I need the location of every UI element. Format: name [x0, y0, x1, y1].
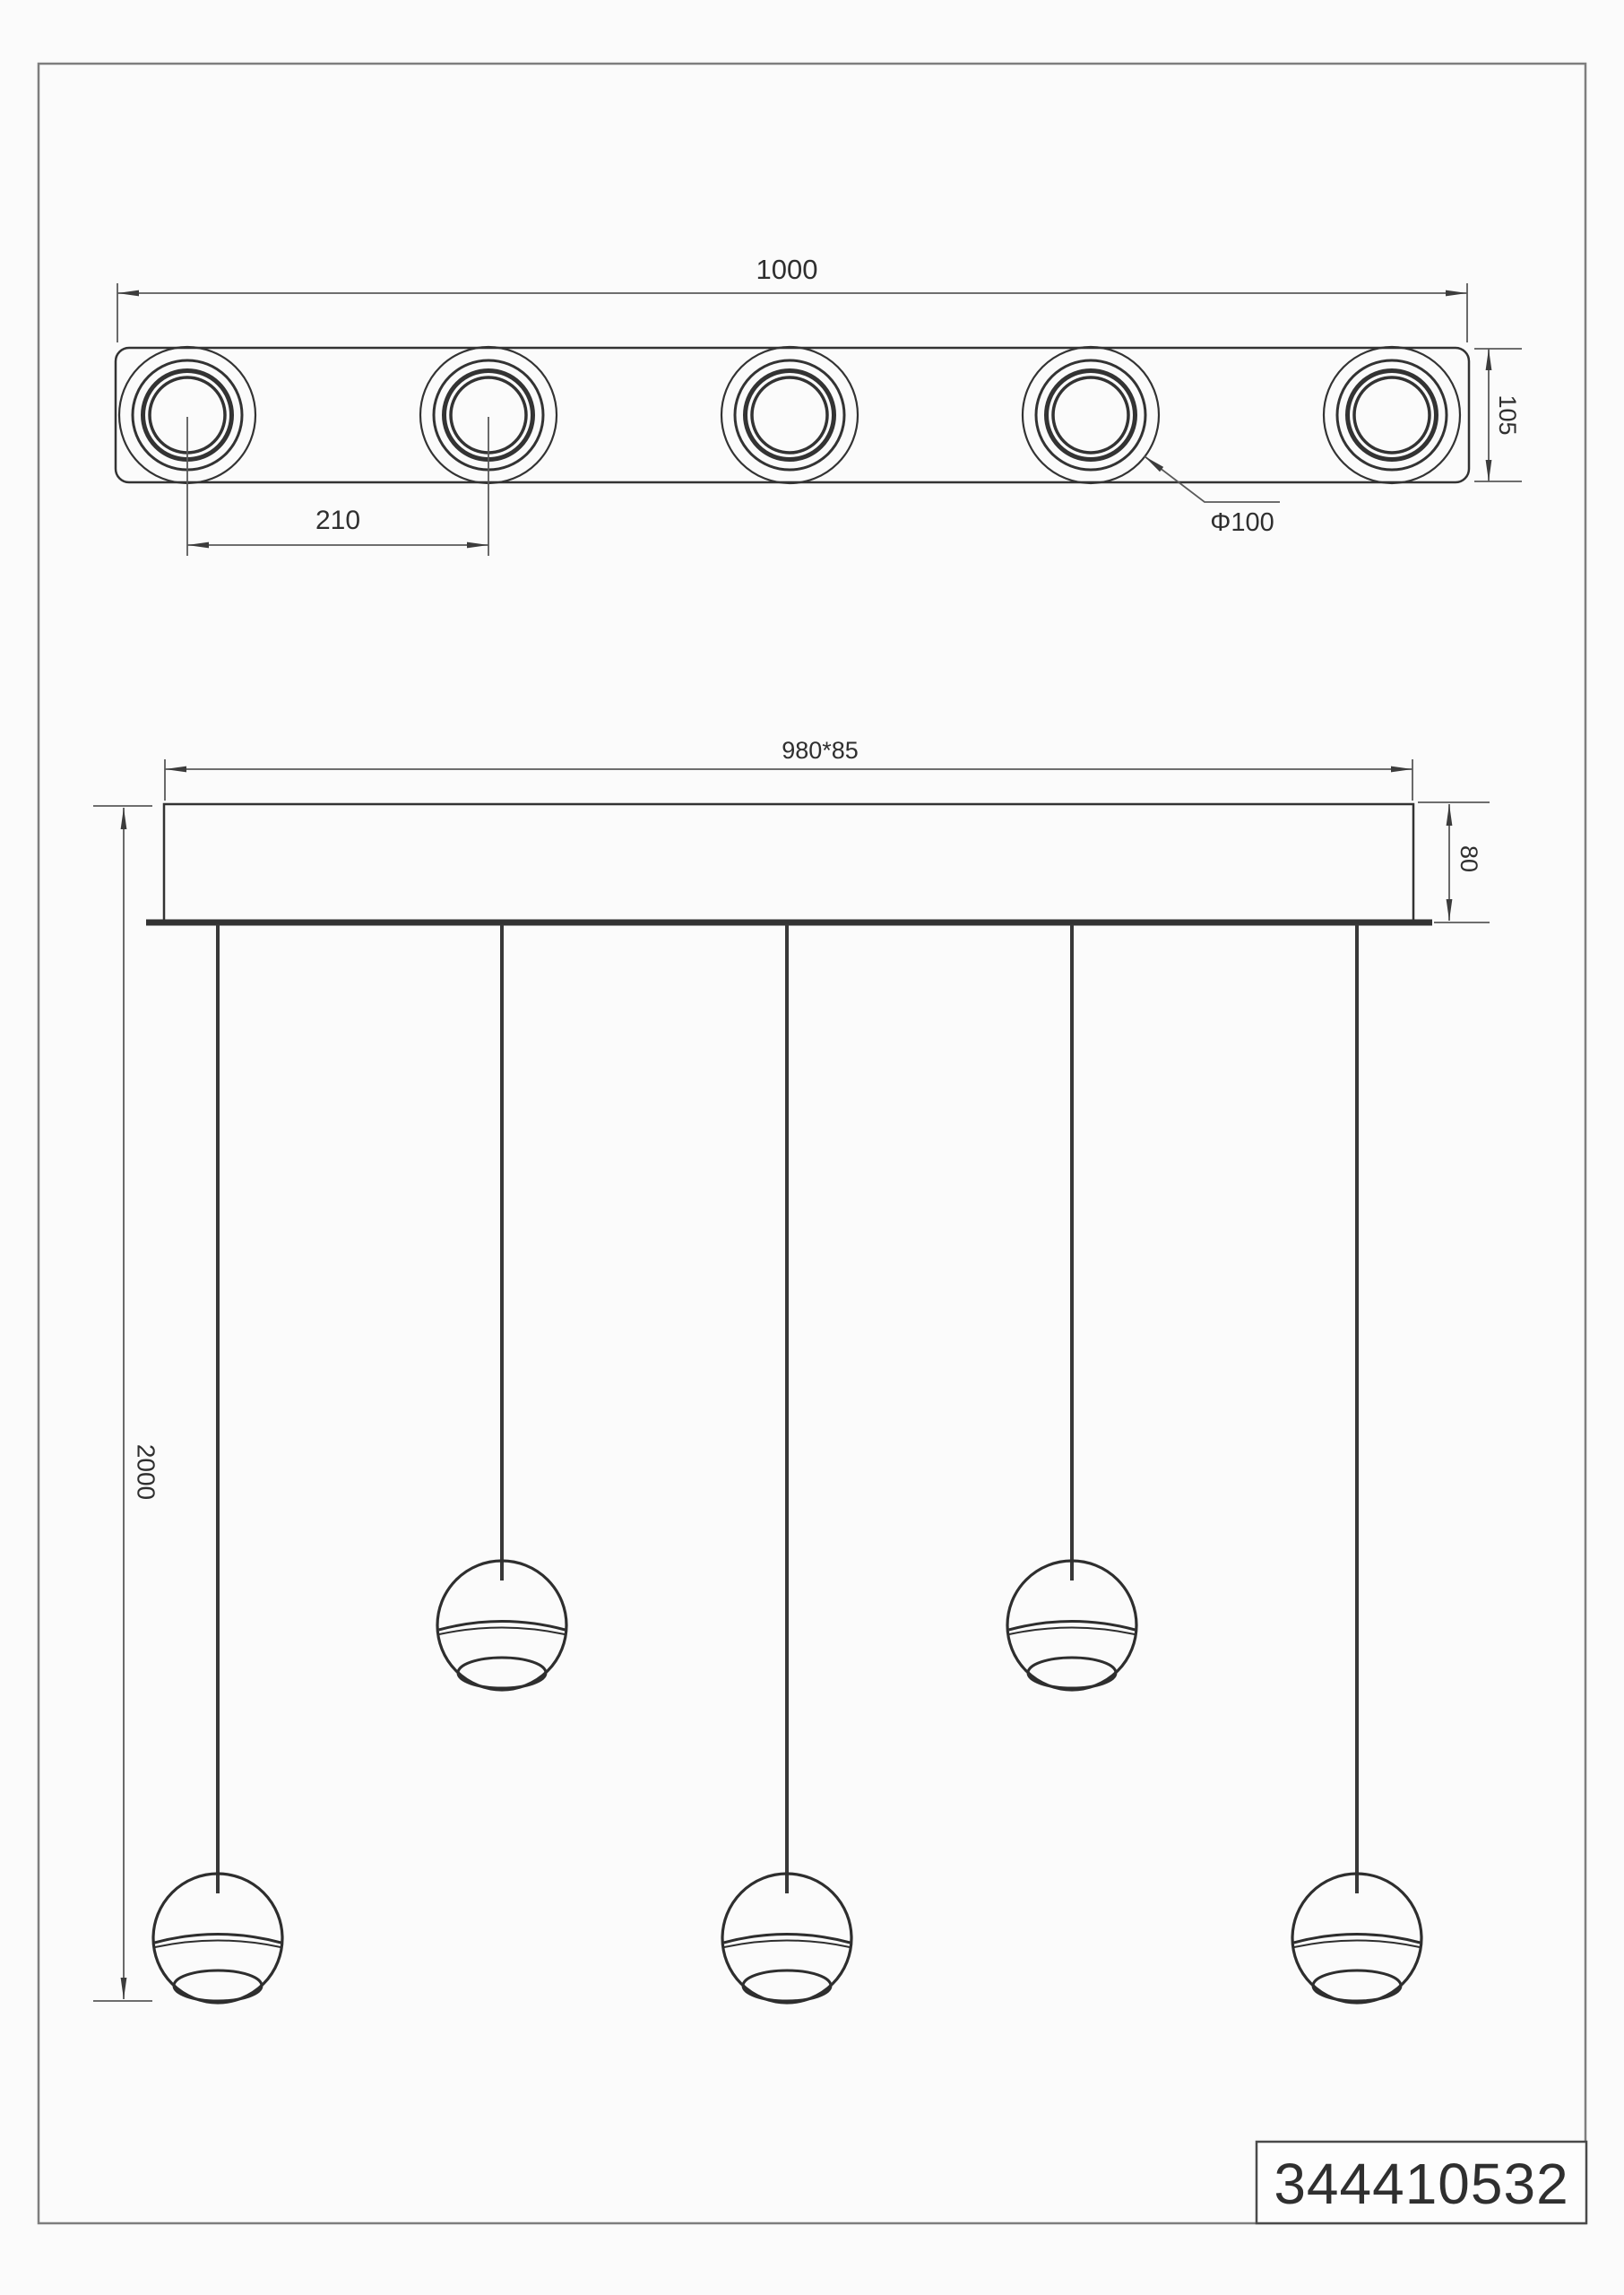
top-view: 1000 210 105 Φ100 — [114, 254, 1522, 556]
pendant-sphere-2 — [436, 1559, 568, 1692]
lamp-diameter-label: Φ100 — [1210, 508, 1274, 537]
dim-canopy-height: 80 — [1418, 801, 1490, 923]
dim-lamp-spacing: 210 — [186, 417, 489, 556]
dim-suspension-drop: 2000 — [93, 805, 160, 2002]
part-number: 344410532 — [1274, 2152, 1568, 2216]
part-number-box — [1255, 2140, 1588, 2225]
lamp-aperture-3 — [720, 345, 860, 485]
pendant-sphere-4 — [1006, 1559, 1138, 1692]
mounting-plate-outline — [114, 346, 1471, 484]
front-view: 980*85 80 2000 — [93, 737, 1490, 2005]
page-border — [37, 62, 1587, 2225]
overall-width-label: 1000 — [756, 254, 818, 285]
dia-callout: Φ100 — [1144, 455, 1280, 537]
pendant-sphere-1 — [151, 1872, 284, 2005]
lamp-aperture-5 — [1322, 345, 1462, 485]
canopy-outline — [162, 802, 1415, 924]
plate-height-label: 105 — [1494, 394, 1521, 435]
title-block: 344410532 — [1255, 2140, 1588, 2225]
lamp-spacing-label: 210 — [315, 506, 360, 535]
dim-overall-width: 1000 — [117, 254, 1468, 342]
canopy-size-label: 980*85 — [782, 737, 859, 764]
lamp-aperture-4 — [1021, 345, 1161, 485]
suspension-drop-label: 2000 — [133, 1444, 160, 1500]
pendant-sphere-5 — [1291, 1872, 1423, 2005]
dim-plate-height: 105 — [1474, 348, 1522, 482]
canopy-height-label: 80 — [1456, 845, 1482, 872]
dim-canopy-size: 980*85 — [164, 737, 1413, 801]
pendant-sphere-3 — [721, 1872, 853, 2005]
